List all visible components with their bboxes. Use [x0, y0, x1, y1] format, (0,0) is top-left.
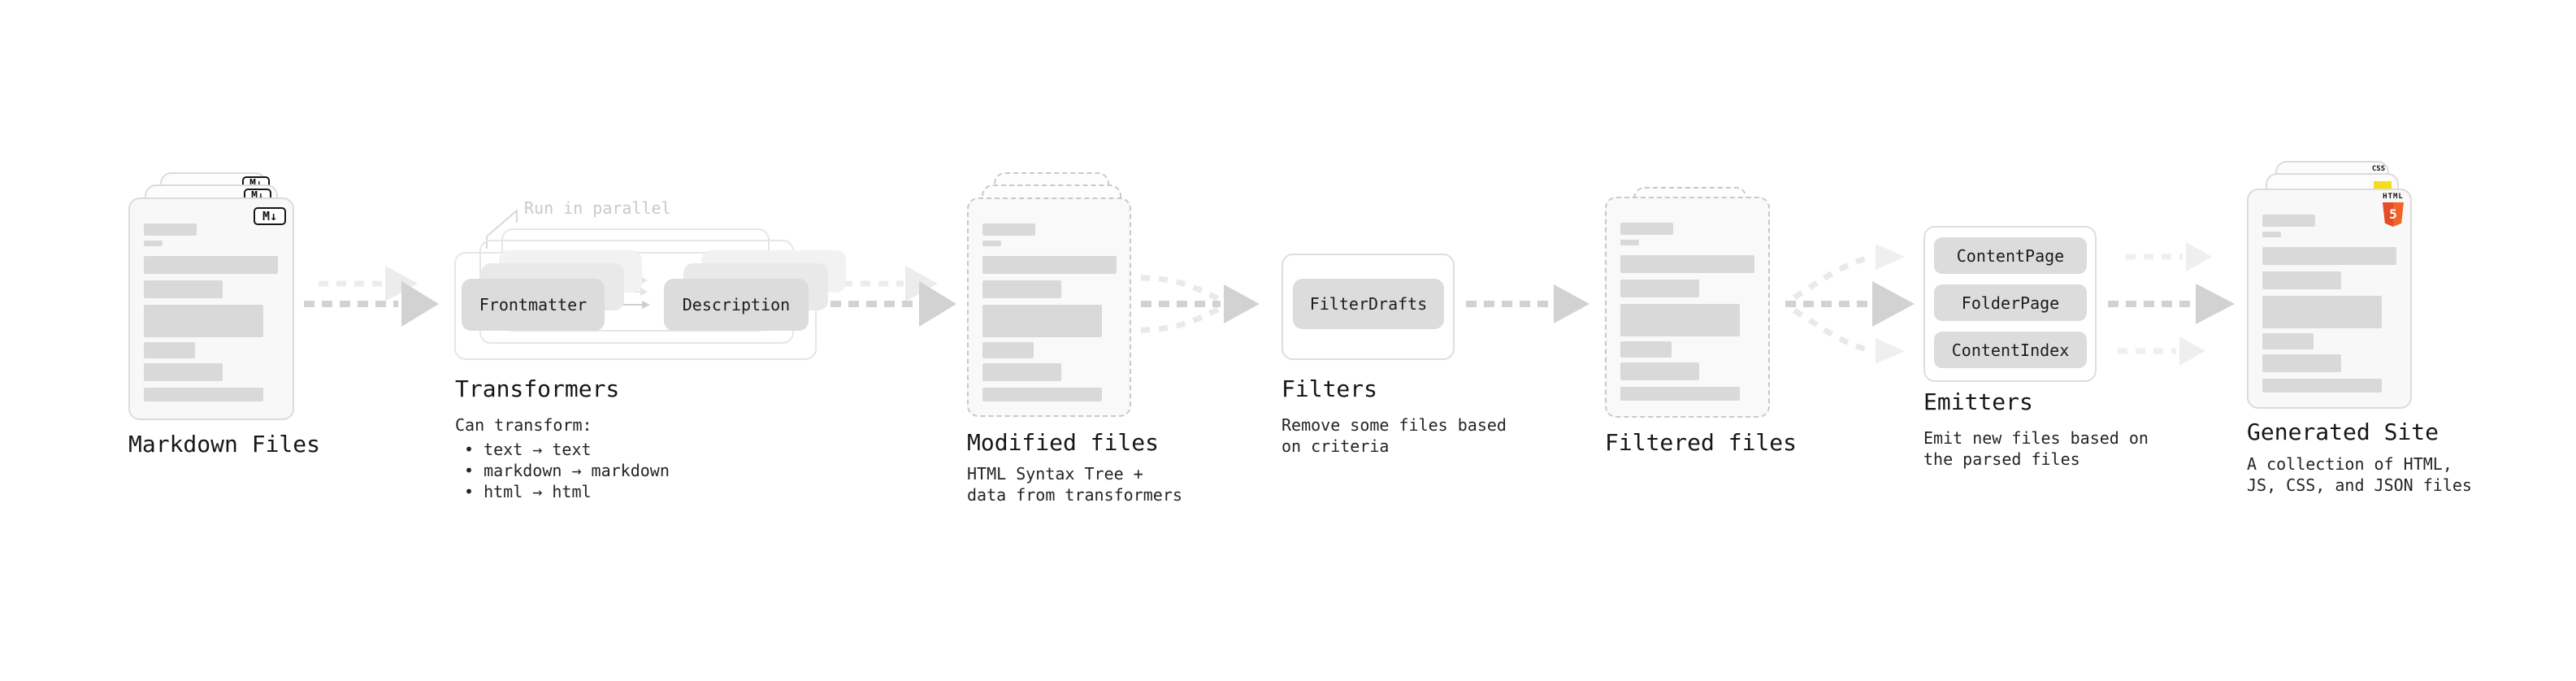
stage-description-heading: Can transform:	[455, 415, 592, 435]
stage-title: Emitters	[1923, 388, 2033, 415]
html5-icon: HTML 5	[2377, 193, 2409, 227]
transform-bullet: • markdown → markdown	[464, 461, 670, 480]
stage-description-line: data from transformers	[967, 485, 1182, 505]
generated-file-card: HTML 5	[2247, 189, 2412, 409]
arrow-emitters-to-generated	[2108, 242, 2235, 366]
arrow-markdown-to-transformers	[304, 281, 439, 327]
placeholder-text-bars	[1620, 223, 1754, 401]
placeholder-text-bars	[144, 223, 278, 401]
emitter-contentpage-box: ContentPage	[1934, 237, 2087, 274]
stage-title: Generated Site	[2247, 419, 2439, 445]
placeholder-text-bars	[2262, 215, 2396, 393]
arrow-transformers-to-modified	[830, 281, 956, 327]
stage-description-line: on criteria	[1281, 436, 1390, 456]
stage-title: Markdown Files	[128, 431, 321, 458]
markdown-file-card	[128, 197, 294, 420]
transform-bullet: • text → text	[464, 440, 592, 459]
placeholder-text-bars	[982, 223, 1117, 401]
arrow-modified-to-filters	[1140, 275, 1260, 333]
stage-description-line: the parsed files	[1923, 449, 2080, 469]
stage-description-line: A collection of HTML,	[2247, 454, 2452, 474]
stage-title: Filtered files	[1605, 429, 1798, 456]
stage-title: Filters	[1281, 375, 1378, 402]
emitter-contentindex-box: ContentIndex	[1934, 332, 2087, 368]
stage-description-line: Remove some files based	[1281, 415, 1507, 435]
filtered-file-card	[1605, 197, 1770, 418]
arrow-filtered-to-emitters	[1785, 244, 1915, 364]
transform-bullet: • html → html	[464, 482, 592, 501]
stage-description-line: JS, CSS, and JSON files	[2247, 475, 2472, 495]
filter-filterdrafts-box: FilterDrafts	[1293, 279, 1444, 329]
modified-file-card	[967, 197, 1131, 417]
stage-description-line: Emit new files based on	[1923, 428, 2149, 448]
emitter-folderpage-box: FolderPage	[1934, 284, 2087, 321]
stage-title: Modified files	[967, 429, 1160, 456]
run-in-parallel-annotation: Run in parallel	[524, 198, 671, 218]
transformer-description-box: Description	[664, 279, 809, 331]
transformer-frontmatter-box: Frontmatter	[462, 279, 605, 331]
stage-title: Transformers	[455, 375, 620, 402]
markdown-icon: M↓	[254, 207, 286, 225]
stage-description-line: HTML Syntax Tree +	[967, 464, 1143, 484]
arrow-filters-to-filtered	[1466, 284, 1589, 323]
